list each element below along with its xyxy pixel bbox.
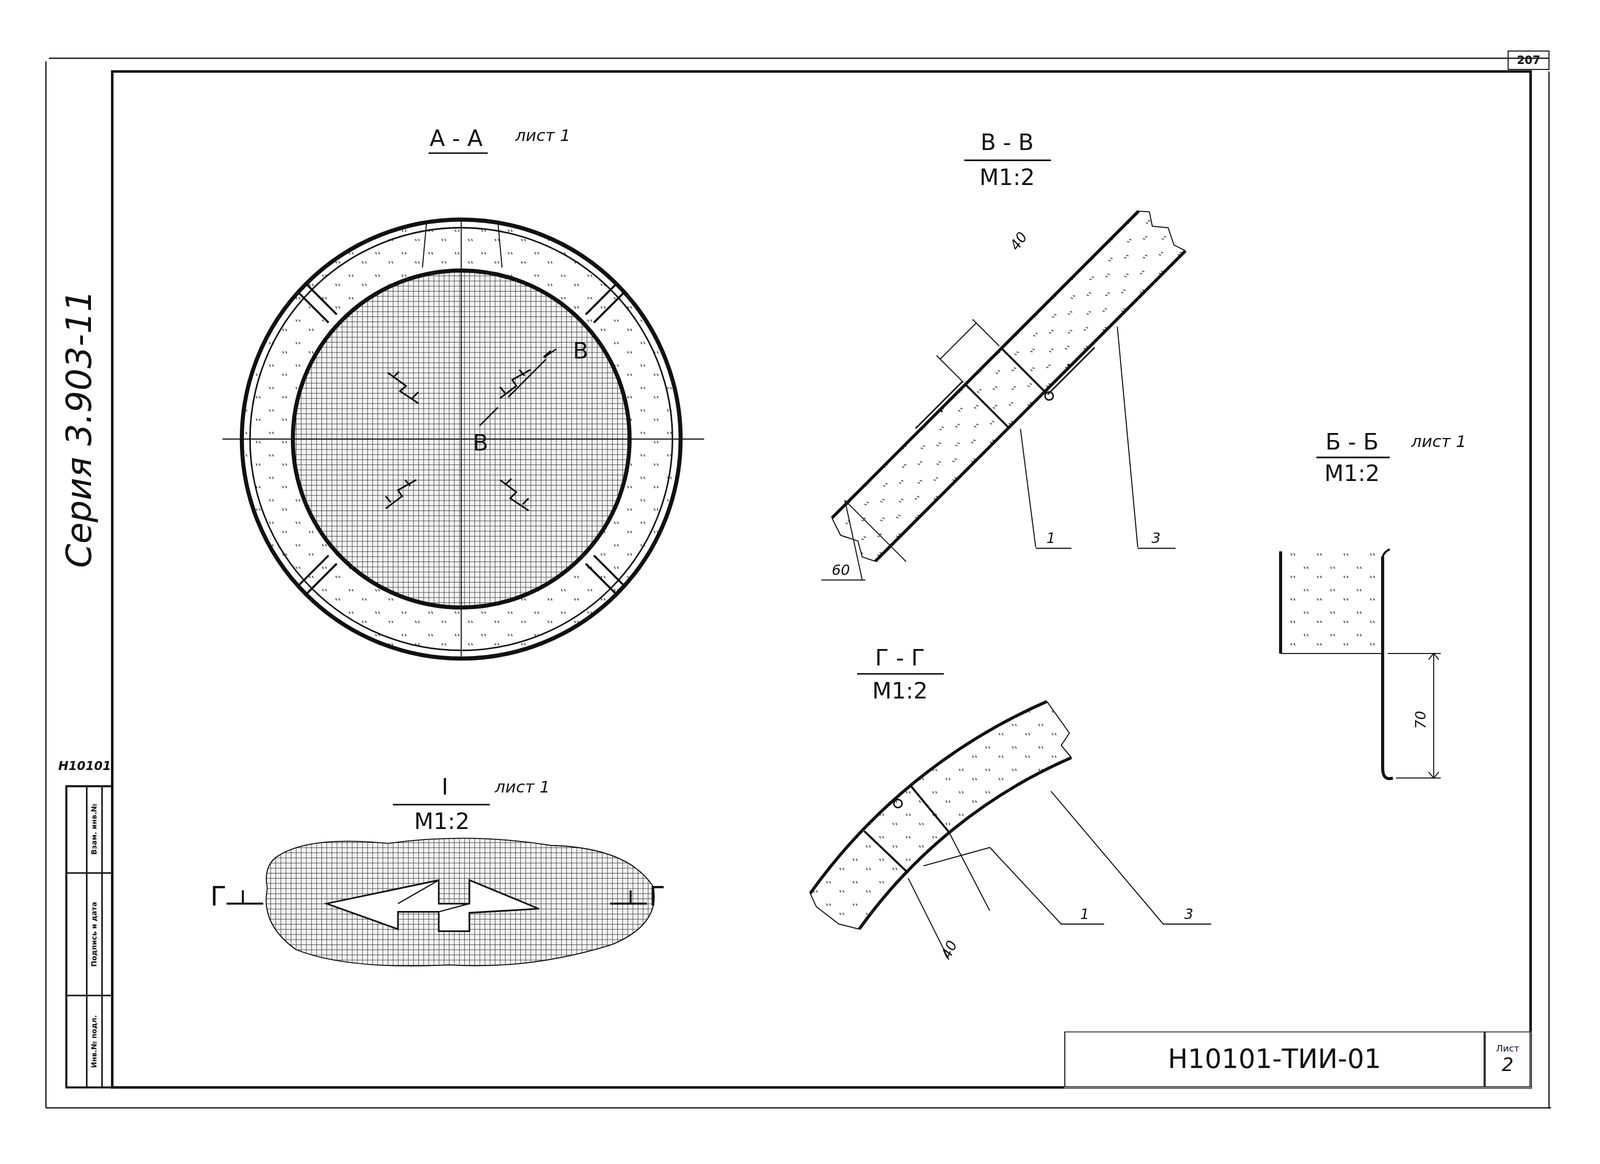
dimension: 60 xyxy=(831,562,850,577)
sheet-reference: лист 1 xyxy=(494,778,550,796)
section-mark: В xyxy=(572,339,589,363)
sheet-value: 2 xyxy=(1502,1054,1514,1075)
sheet-reference: лист 1 xyxy=(515,127,571,144)
title-text: Лист xyxy=(1496,1043,1520,1054)
title-block-code: Н10101-ТИИ-01 xyxy=(1064,1031,1485,1088)
callout-number: 1 xyxy=(1046,530,1056,546)
view-title: А - А xyxy=(429,127,483,150)
scale-label: М1:2 xyxy=(413,810,470,833)
sheet-cell: Лист2 xyxy=(1484,1031,1531,1088)
view-title: Б - Б xyxy=(1325,430,1379,454)
scale-label: М1:2 xyxy=(1324,462,1380,485)
sheet-reference: лист 1 xyxy=(1411,433,1467,451)
scale-label: М1:2 xyxy=(872,679,928,703)
sheet-number: 207 xyxy=(1517,54,1541,66)
view-title: Г - Г xyxy=(875,647,926,670)
series-label: Серия 3.903-11 xyxy=(60,289,96,568)
dimension: 40 xyxy=(1007,229,1030,253)
scale-label: М1:2 xyxy=(979,166,1035,189)
dimension: 40 xyxy=(938,938,960,961)
section-mark: Г xyxy=(649,882,666,910)
title-text: Н10101-ТИИ-01 xyxy=(1168,1044,1382,1074)
section-mark: В xyxy=(472,431,489,455)
stamp-label: Подпись и дата xyxy=(90,901,98,967)
stamp-label: Взам. инв.№ xyxy=(90,803,98,855)
dimension: 70 xyxy=(1413,710,1428,729)
callout-number: 3 xyxy=(1184,906,1194,921)
section-mark: Г xyxy=(210,882,227,910)
drawing-code: Н10101 xyxy=(58,759,112,772)
view-title: В - В xyxy=(980,131,1034,154)
stamp-label: Инв.№ подл. xyxy=(90,1014,98,1068)
callout-number: 1 xyxy=(1080,906,1090,921)
callout-number: 3 xyxy=(1151,530,1161,546)
view-title: I xyxy=(441,775,448,799)
